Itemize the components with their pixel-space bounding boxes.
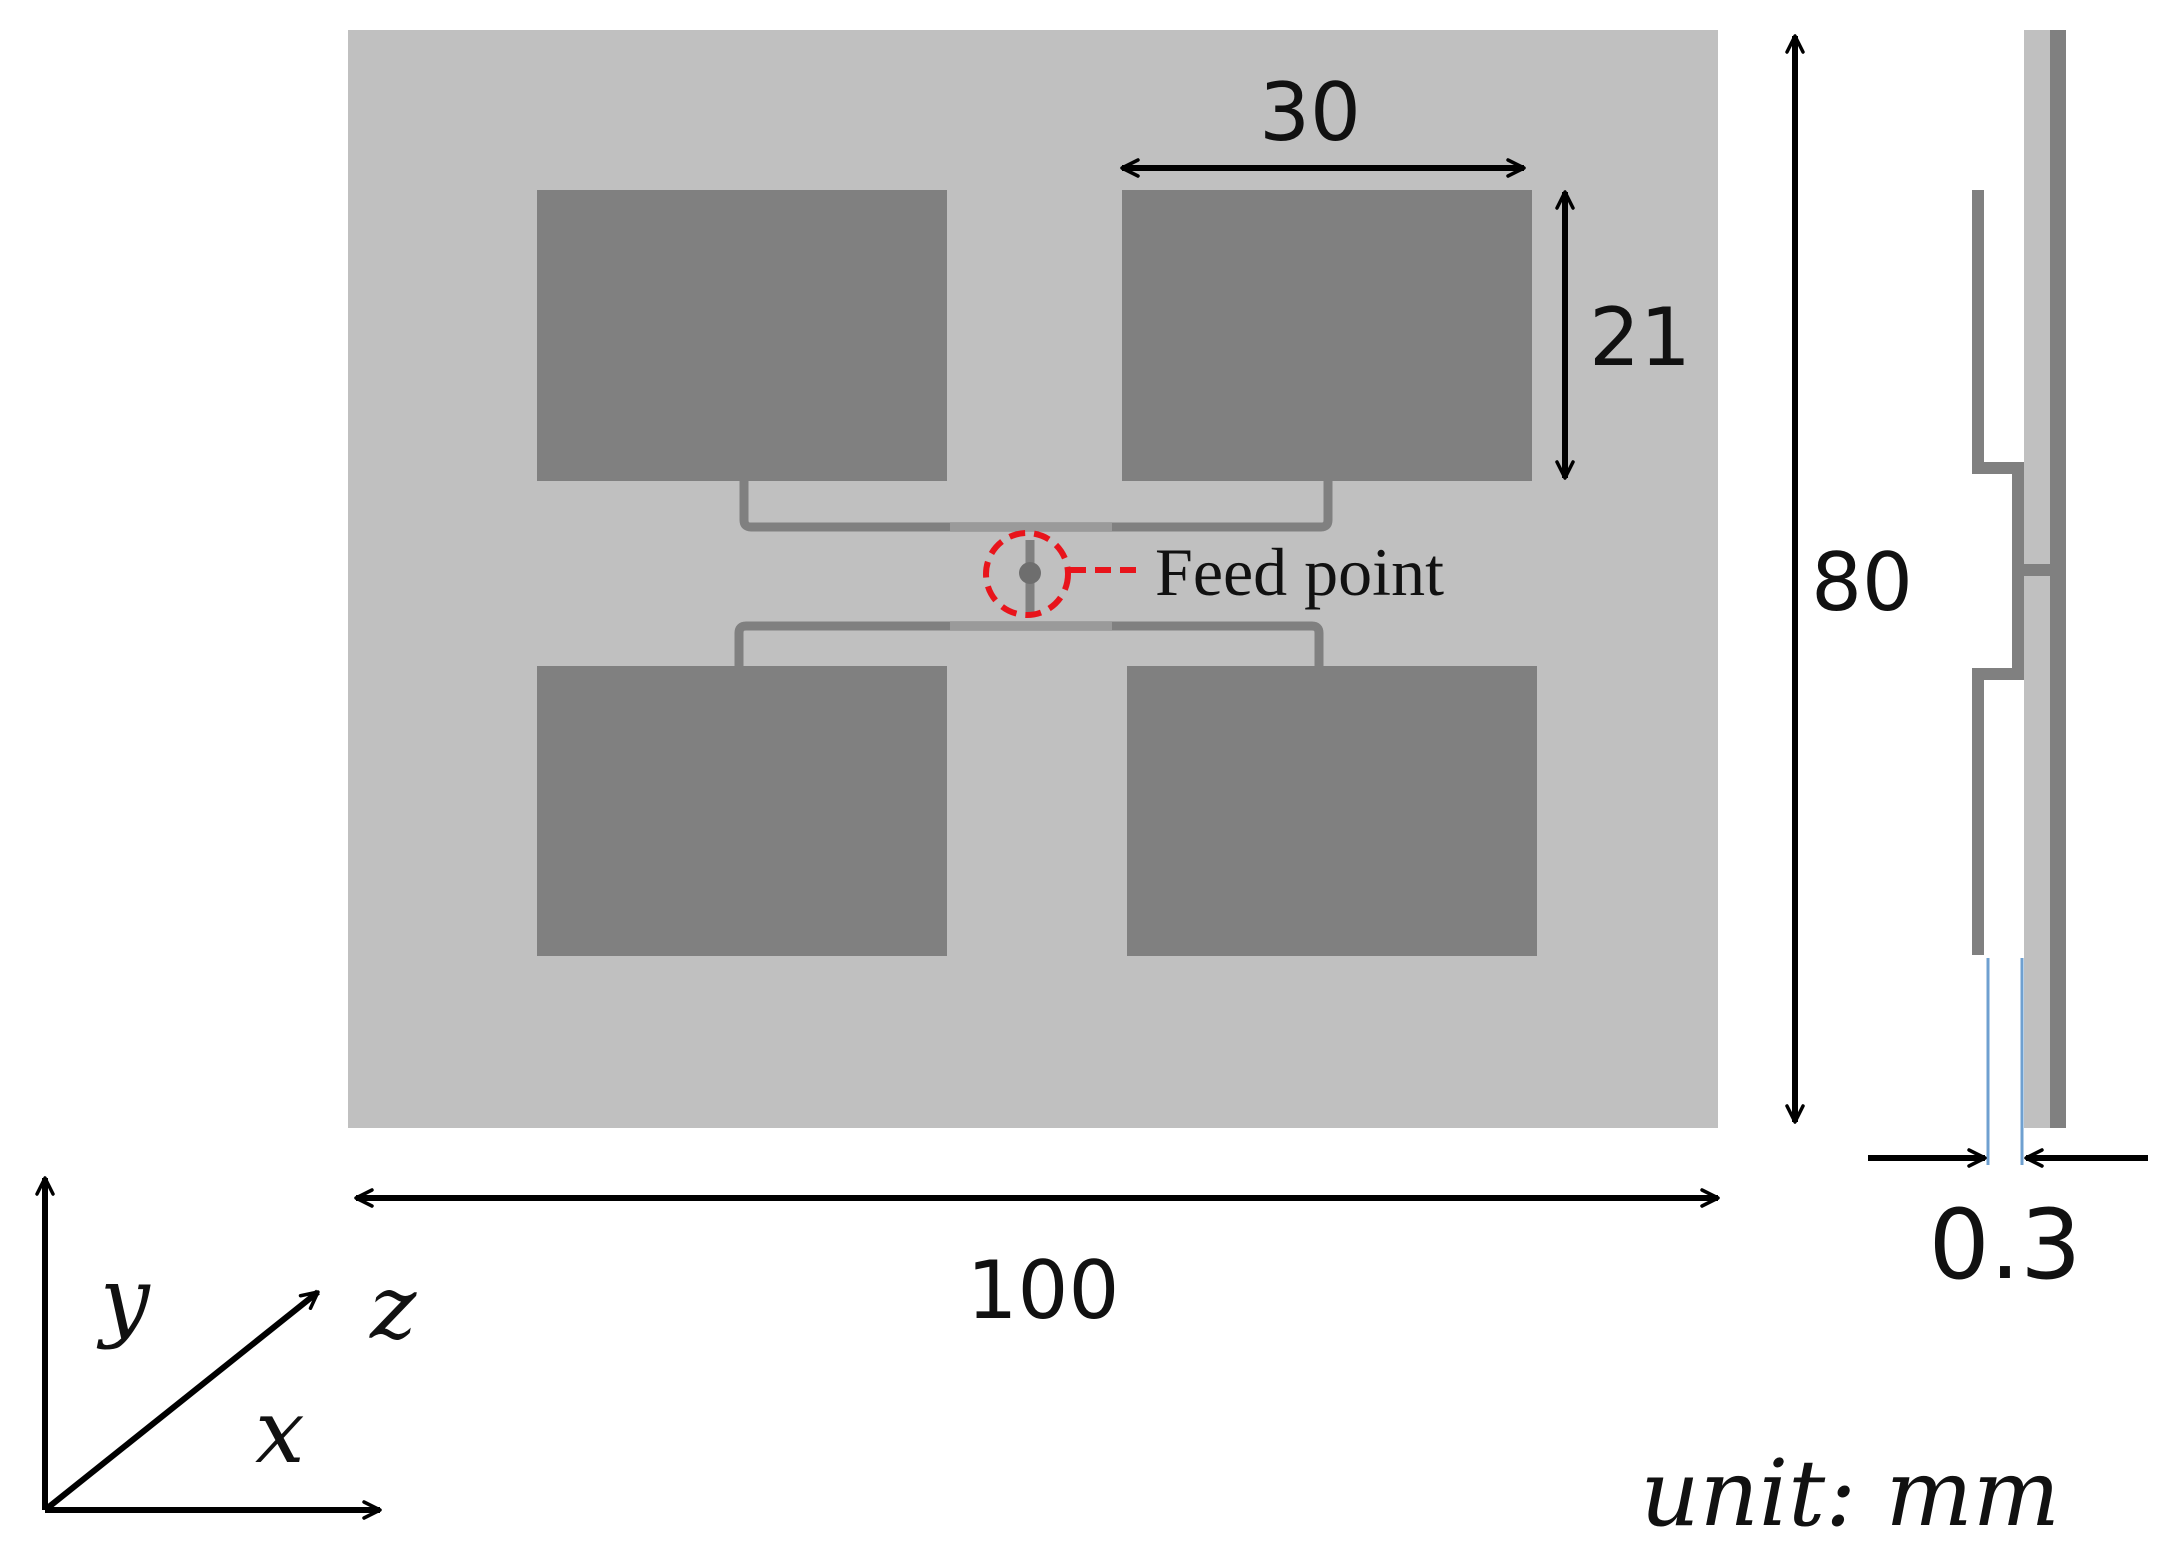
- unit-label: unit: mm: [1640, 1440, 2060, 1547]
- side-ground-plane: [2050, 30, 2066, 1128]
- feed-point-label: Feed point: [1155, 534, 1444, 610]
- axis-x-label: x: [255, 1380, 305, 1483]
- feed-line-top-highlight: [950, 523, 1112, 531]
- axis-y-label: y: [96, 1248, 151, 1351]
- dim-label-board-height: 80: [1811, 536, 1913, 629]
- feed-line-bottom-highlight: [950, 622, 1112, 630]
- dim-label-patch-width: 30: [1259, 66, 1361, 159]
- feed-point-marker: [983, 530, 1071, 618]
- feed-point-dot: [1019, 562, 1041, 584]
- axis-z-arrow: [43, 1289, 320, 1513]
- axis-z-label: z: [369, 1256, 417, 1359]
- side-patch-profile: [1972, 190, 2050, 955]
- patch-top-left: [537, 190, 947, 481]
- dim-label-thickness: 0.3: [1929, 1189, 2082, 1301]
- patch-top-right: [1122, 190, 1532, 481]
- side-view: [1972, 30, 2066, 1165]
- coordinate-axes: [35, 1176, 382, 1520]
- dim-label-patch-height: 21: [1589, 291, 1691, 384]
- patch-bottom-right: [1127, 666, 1537, 956]
- dim-label-board-width: 100: [967, 1244, 1120, 1337]
- patch-bottom-left: [537, 666, 947, 956]
